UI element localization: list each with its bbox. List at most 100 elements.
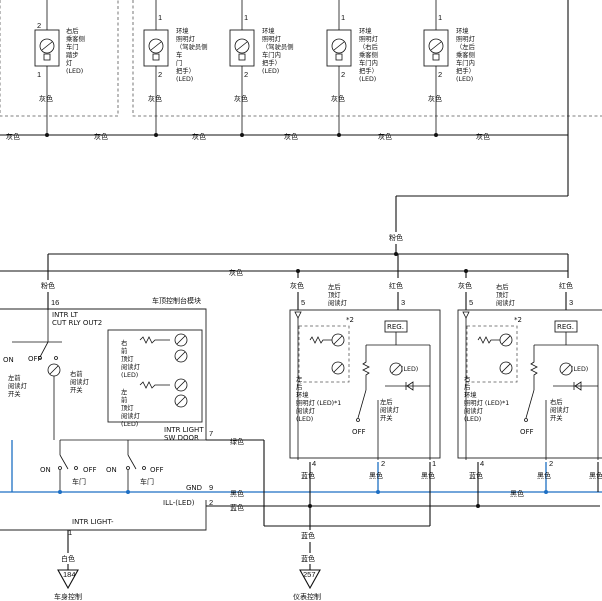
wire-label: 粉色 [389, 233, 403, 242]
lamp-label: 灯 [66, 58, 73, 67]
wire-label: 灰色 [192, 132, 206, 141]
switch-label: OFF [83, 466, 97, 474]
black-ground-bus: 黑色 黑色 黑色 黑色 [0, 440, 602, 498]
wire-label: 黑色 [537, 471, 551, 480]
pin-label: 1 [341, 13, 345, 22]
switch-caption: 车门 [140, 477, 154, 486]
lamp-ambient-driver-door: 1 2 灰色 环境 照明灯 （驾驶员侧 车 门 把手） (LED) [143, 0, 207, 135]
lamp-ambient-left-rear-inner: 1 2 灰色 环境 照明灯 （左后 乘客侧 车门内 把手） (LED) [423, 0, 476, 135]
lamp-label: 照明灯 [176, 34, 196, 43]
switch-caption: 开关 [550, 413, 563, 422]
lamp-label: 车门内 [456, 58, 475, 67]
lamp-enclosure-right [132, 0, 602, 117]
lamp-label: 阅读灯 [121, 411, 141, 420]
lamp-label: 环境 [456, 26, 469, 35]
pin-label: 2 [341, 70, 345, 79]
unit-title: 左后 [328, 282, 341, 291]
module-outline [0, 308, 207, 440]
pin-function-label: INTR LIGHT- [72, 518, 114, 526]
lamp-label: (LED) [359, 76, 376, 83]
lamp-label: 乘客侧 [359, 50, 378, 59]
lamp-label: 车门内 [262, 50, 281, 59]
lamp-label: (LED) [296, 416, 313, 423]
pin-label: 1 [68, 528, 72, 537]
wire-label: 灰色 [148, 94, 162, 103]
ground-triangle-icon [57, 569, 79, 590]
wire-label: 黑色 [510, 489, 524, 498]
unit-title: 右后 [496, 282, 509, 291]
left-rear-overhead-lamp: 灰色 5 红色 3 左后 顶灯 阅读灯 *2 REG. (LED) OFF 左后… [289, 254, 441, 468]
unit-title: 阅读灯 [328, 298, 348, 307]
lamp-label: 踏步 [66, 50, 79, 59]
pin-label: 1 [432, 459, 436, 468]
wire-label: 灰色 [94, 132, 108, 141]
unit-title: 顶灯 [496, 290, 509, 299]
wire-label: 红色 [389, 281, 403, 290]
switch-caption: 阅读灯 [380, 405, 400, 414]
wire-label: 黑色 [369, 471, 383, 480]
pin-label: 4 [312, 459, 316, 468]
pin-label: 1 [244, 13, 248, 22]
pin-label: 2 [37, 21, 41, 30]
lamp-label: （驾驶员侧 [176, 42, 207, 51]
wire-label: 黑色 [589, 471, 602, 480]
ground-terminals: 白色 184 车身控制 蓝色 蓝色 257 仪表控制 [54, 506, 321, 601]
wire-label: 黑色 [421, 471, 435, 480]
switch-caption: 右后 [550, 397, 563, 406]
lamp-label: 后 [296, 382, 302, 391]
lamp-label: (LED) [401, 366, 418, 373]
pin-label: 1 [158, 13, 162, 22]
pin-label: 2 [438, 70, 442, 79]
ground-triangle-icon [299, 569, 321, 590]
wire-label: 黑色 [230, 489, 244, 498]
wire-label: 粉色 [41, 281, 55, 290]
wire-label: 灰色 [39, 94, 53, 103]
wire-label: 灰色 [284, 132, 298, 141]
pin-label: 5 [469, 298, 473, 307]
pin-label: 5 [301, 298, 305, 307]
wire-label: 蓝色 [301, 531, 315, 540]
lamp-label: 环境 [176, 26, 189, 35]
lamp-label: （驾驶员侧 [262, 42, 293, 51]
lamp-label: 左 [121, 387, 127, 396]
pink-distribution: 灰色 粉色 16 [0, 252, 568, 310]
lamp-label: （右后 [359, 42, 378, 51]
wire-label: 绿色 [230, 437, 244, 446]
switch-label: OFF [352, 428, 366, 436]
wire-label: 灰色 [229, 268, 243, 277]
lamp-label: 环境 [296, 390, 309, 399]
note-mark: *2 [514, 316, 522, 324]
lamp-label: 把手） [176, 66, 195, 75]
lamp-label: 车门 [66, 42, 79, 51]
note-mark: *2 [346, 316, 354, 324]
lamp-label: 左 [296, 374, 302, 383]
pin-function-label: ILL-(LED) [163, 499, 195, 507]
ground-id: 184 [63, 570, 76, 579]
overhead-console-module: 车顶控制台模块 INTR LT CUT RLY OUT2 ON OFF 右前 阅… [0, 296, 213, 537]
wire-label: 蓝色 [301, 471, 315, 480]
switch-caption: 左前 [8, 373, 21, 382]
lamp-label: 乘客侧 [456, 50, 475, 59]
pin-label: 9 [209, 483, 213, 492]
lamp-right-rear-step: 2 1 灰色 右后 乘客侧 车门 踏步 灯 (LED) [34, 0, 85, 135]
pin-function-label: SW DOOR [164, 434, 199, 442]
ground-label: 仪表控制 [293, 592, 321, 601]
switch-caption: 开关 [70, 385, 83, 394]
switch-caption: 车门 [72, 477, 86, 486]
switch-caption: 开关 [380, 413, 393, 422]
switch-caption: 右前 [70, 369, 83, 378]
lamp-label: 照明灯 (LED)*1 [296, 398, 341, 407]
lamp-label: (LED) [456, 76, 473, 83]
lamp-label: (LED) [176, 76, 193, 83]
switch-caption: 左后 [380, 397, 393, 406]
regulator-label: REG. [387, 323, 404, 331]
wire-label: 红色 [559, 281, 573, 290]
lamp-label: 顶灯 [121, 354, 134, 363]
lamp-label: 照明灯 [262, 34, 282, 43]
lamp-label: 把手） [262, 58, 281, 67]
lamp-label: (LED) [66, 68, 83, 75]
lamp-label: 顶灯 [121, 403, 134, 412]
pin-label: 1 [438, 13, 442, 22]
switch-label: ON [40, 466, 51, 474]
